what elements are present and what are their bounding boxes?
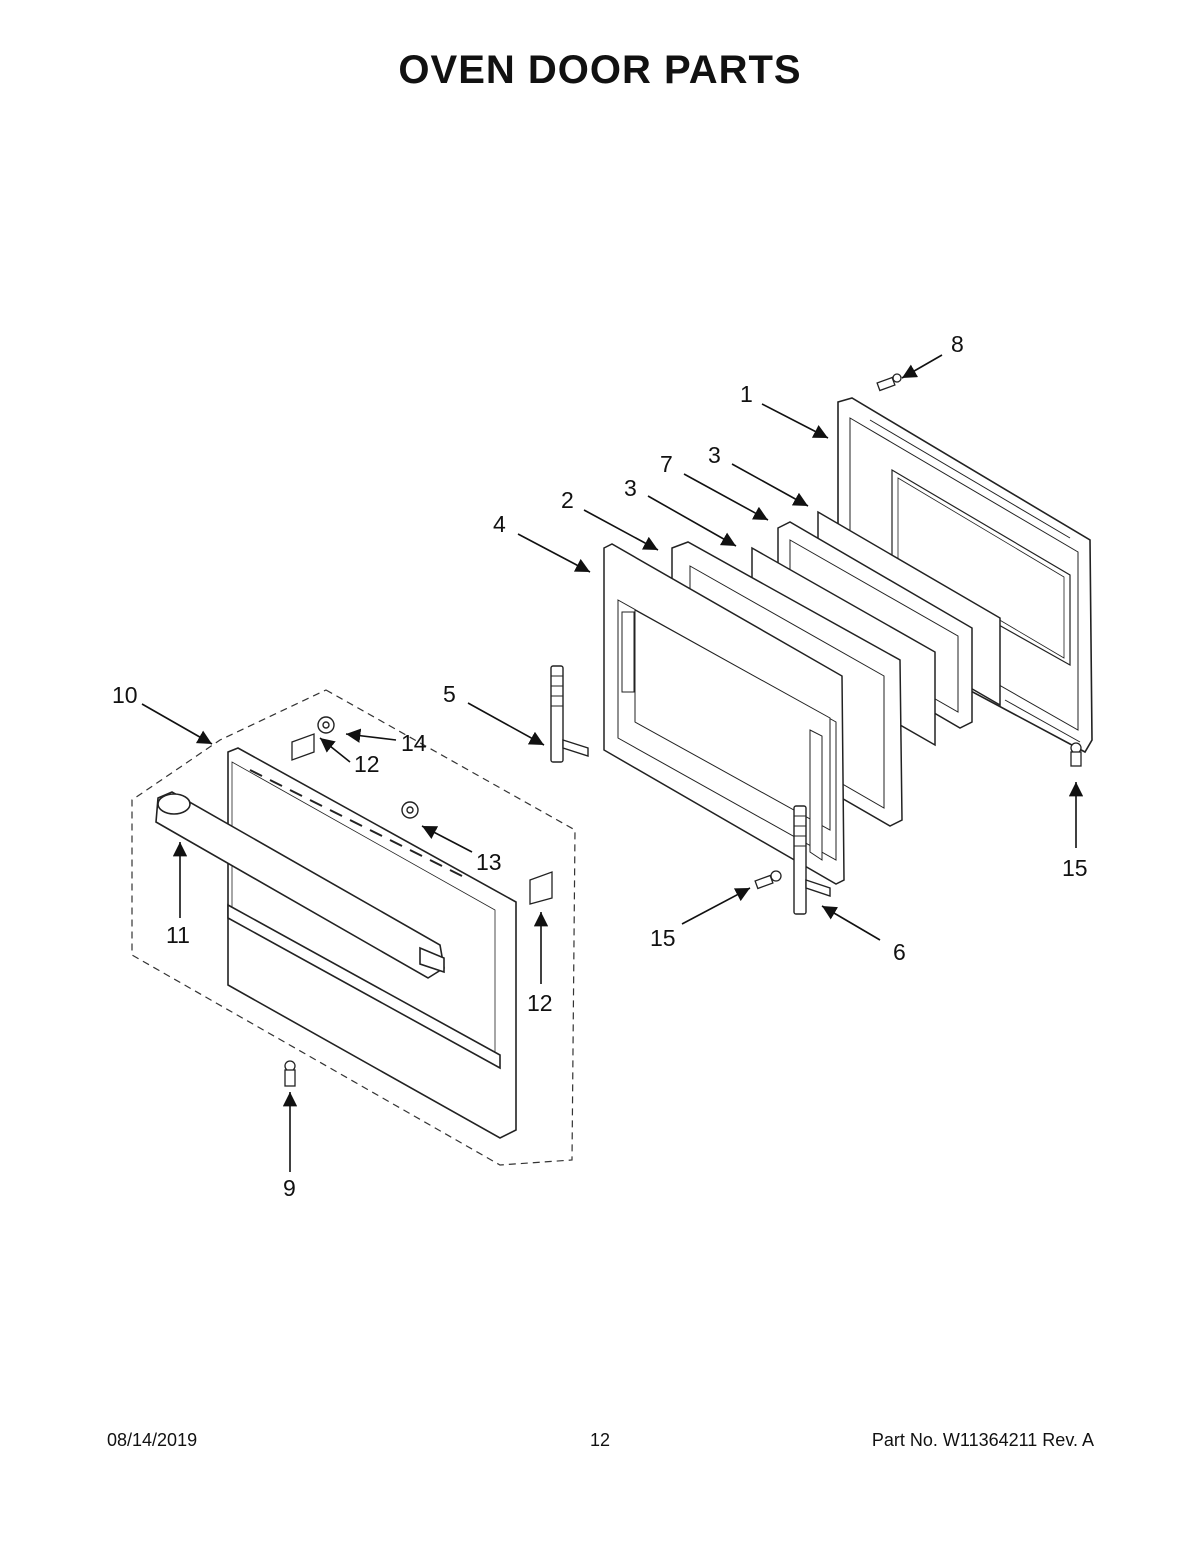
callout-8: 8 [951,331,964,357]
callout-14: 14 [401,730,427,756]
part-5-hinge [550,665,589,763]
callout-12b: 12 [527,990,553,1016]
part-14-nut [317,716,335,734]
callout-4: 4 [493,511,506,537]
leader-arrow-c7 [683,473,769,521]
callout-5: 5 [443,681,456,707]
callout-11: 11 [166,922,190,948]
leader-arrow-c15b [681,887,751,925]
part-12-bracket-upper [291,733,315,761]
callout-15a: 15 [1062,855,1088,881]
callout-labels: 1 2 3 3 4 5 6 7 8 9 10 11 12 12 13 14 15… [112,331,1088,1201]
leader-arrow-c2 [583,509,659,551]
callout-7: 7 [660,451,673,477]
part-6-hinge [793,805,831,915]
part-8-screw [876,373,902,392]
callout-9: 9 [283,1175,296,1201]
leader-arrow-c12a [319,737,351,763]
part-9-screw [284,1060,296,1087]
leader-arrow-c13 [421,825,473,853]
callout-1: 1 [740,381,753,407]
callout-6: 6 [893,939,906,965]
part-11-door-handle [155,791,445,979]
leader-arrow-c8 [901,354,943,379]
part-1-inner-door-panel [837,397,1093,754]
leader-arrow-c3a [647,495,737,547]
leader-arrow-c3b [731,463,809,507]
part-12-bracket-lower [529,871,553,905]
part-4-outer-frame [603,543,845,885]
leader-arrow-c1 [761,403,829,439]
callout-3a: 3 [624,475,637,501]
part-15-screw-right [1070,742,1082,767]
footer-date: 08/14/2019 [107,1430,198,1450]
part-15-screw-left [754,870,782,890]
part-13-nut [401,801,419,819]
callout-2: 2 [561,487,574,513]
callout-15b: 15 [650,925,676,951]
page-title: OVEN DOOR PARTS [398,48,802,92]
footer-page-number: 12 [589,1430,611,1450]
leader-arrow-c14 [345,728,397,743]
leader-arrow-c10 [141,703,213,745]
callout-10: 10 [112,682,138,708]
leader-arrow-c5 [467,702,545,746]
callout-12a: 12 [354,751,380,777]
footer-part-number: Part No. W11364211 Rev. A [871,1430,1094,1450]
leader-arrow-c4 [517,533,591,573]
callout-leader-lines [141,354,1084,1172]
leader-arrow-c6 [821,905,881,941]
callout-3b: 3 [708,442,721,468]
callout-13: 13 [476,849,502,875]
part-10-door-assembly-outline [131,689,576,1166]
